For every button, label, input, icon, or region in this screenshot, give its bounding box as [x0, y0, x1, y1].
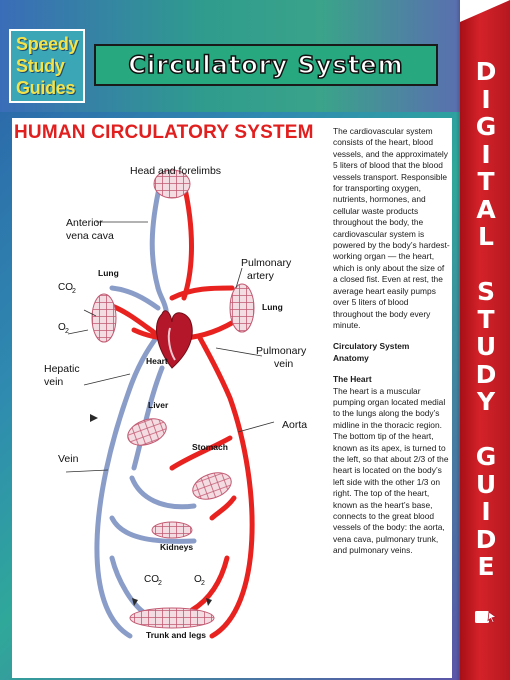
circulatory-diagram: Head and forelimbs Anterior vena cava Lu…: [44, 165, 307, 640]
label-o2-bottom-sub: 2: [201, 580, 205, 587]
spine-letter: I: [481, 497, 491, 526]
spine-letter: T: [477, 167, 495, 196]
capillary-beds: [91, 169, 255, 629]
spine-letter: D: [475, 359, 497, 389]
label-co2-bottom-sub: 2: [158, 580, 162, 587]
book-cover: Speedy Study Guides Circulatory System H…: [0, 0, 460, 680]
vein-vessels: [94, 181, 197, 639]
label-o2-left-sub: 2: [65, 328, 69, 335]
spine-letter: G: [475, 442, 497, 471]
label-hepatic-2: vein: [44, 376, 63, 388]
spine-letter: E: [477, 552, 495, 581]
spine-letter: U: [475, 332, 497, 361]
stomach-capillaries: [192, 472, 232, 500]
label-pulmonary-artery-2: artery: [247, 270, 275, 282]
label-hepatic-1: Hepatic: [44, 363, 80, 375]
label-anterior-2: vena cava: [66, 230, 114, 242]
label-o2-left: O: [58, 322, 66, 333]
arrow-o2: [206, 598, 212, 606]
heart-illustration: [156, 310, 193, 369]
kidney-capillaries: [151, 521, 193, 539]
label-kidneys: Kidneys: [160, 542, 193, 552]
brand-line-1: Speedy: [16, 34, 79, 54]
spine-letter: G: [475, 112, 497, 141]
label-lung-left: Lung: [98, 268, 119, 278]
label-head: Head and forelimbs: [130, 165, 221, 177]
spine-letter: I: [481, 84, 491, 114]
label-pulmonary-vein-2: vein: [274, 358, 293, 370]
arrow-co2: [132, 598, 138, 606]
right-lung-capillaries: [229, 283, 255, 333]
label-co2-bottom: CO: [144, 574, 159, 585]
heart-paragraph: The heart is a muscular pumping organ lo…: [333, 385, 449, 556]
trunk-capillaries: [129, 607, 215, 629]
label-liver: Liver: [148, 400, 169, 410]
leader-lines: [65, 221, 275, 473]
spine-letter: A: [476, 194, 496, 224]
brand-line-2: Study: [16, 56, 65, 76]
arrow-hepatic: [90, 414, 98, 422]
spine-letter: U: [475, 469, 497, 499]
spine-letter: D: [475, 57, 497, 86]
label-lung-right: Lung: [262, 302, 283, 312]
spine-letter: L: [478, 222, 494, 251]
label-pulmonary-artery-1: Pulmonary: [241, 257, 292, 269]
description-column: The cardiovascular system consists of th…: [333, 126, 450, 567]
cover-title: Circulatory System: [128, 50, 404, 80]
digital-study-guide-spine: [460, 0, 510, 680]
brand-line-3: Guides: [16, 78, 76, 98]
diagram-title: HUMAN CIRCULATORY SYSTEM: [14, 122, 314, 143]
spine-shadow: [456, 0, 462, 680]
label-stomach: Stomach: [192, 442, 228, 452]
label-aorta: Aorta: [282, 419, 307, 431]
left-lung-capillaries: [91, 293, 117, 343]
section-heading-line-2: Anatomy: [333, 352, 369, 363]
label-trunk: Trunk and legs: [146, 630, 206, 640]
speedy-study-guides-logo: Speedy Study Guides: [9, 29, 85, 103]
spine-letter: T: [477, 304, 495, 334]
cover-title-box: Circulatory System: [94, 44, 438, 86]
label-pulmonary-vein-1: Pulmonary: [256, 345, 307, 357]
label-o2-bottom: O: [194, 574, 202, 585]
spine-letter: Y: [476, 387, 496, 416]
liver-capillaries: [127, 418, 167, 446]
label-anterior-1: Anterior: [66, 217, 103, 229]
spine-letter: D: [475, 524, 497, 554]
spine-letter: S: [476, 277, 495, 306]
subheading-heart: The Heart: [333, 374, 372, 385]
spine-corner-fold: [460, 0, 510, 22]
label-co2-left: CO: [58, 282, 73, 293]
artery-vessels: [109, 181, 255, 639]
label-co2-left-sub: 2: [72, 288, 76, 295]
intro-paragraph: The cardiovascular system consists of th…: [333, 126, 450, 330]
label-vein: Vein: [58, 453, 79, 465]
head-capillaries: [153, 169, 191, 199]
flow-arrows: [90, 414, 212, 606]
content-panel: HUMAN CIRCULATORY SYSTEM: [12, 118, 452, 678]
label-heart: Heart: [146, 356, 168, 366]
spine-letter: I: [481, 139, 491, 169]
section-heading-line-1: Circulatory System: [333, 341, 410, 352]
tablet-cursor-icon: [475, 611, 497, 624]
